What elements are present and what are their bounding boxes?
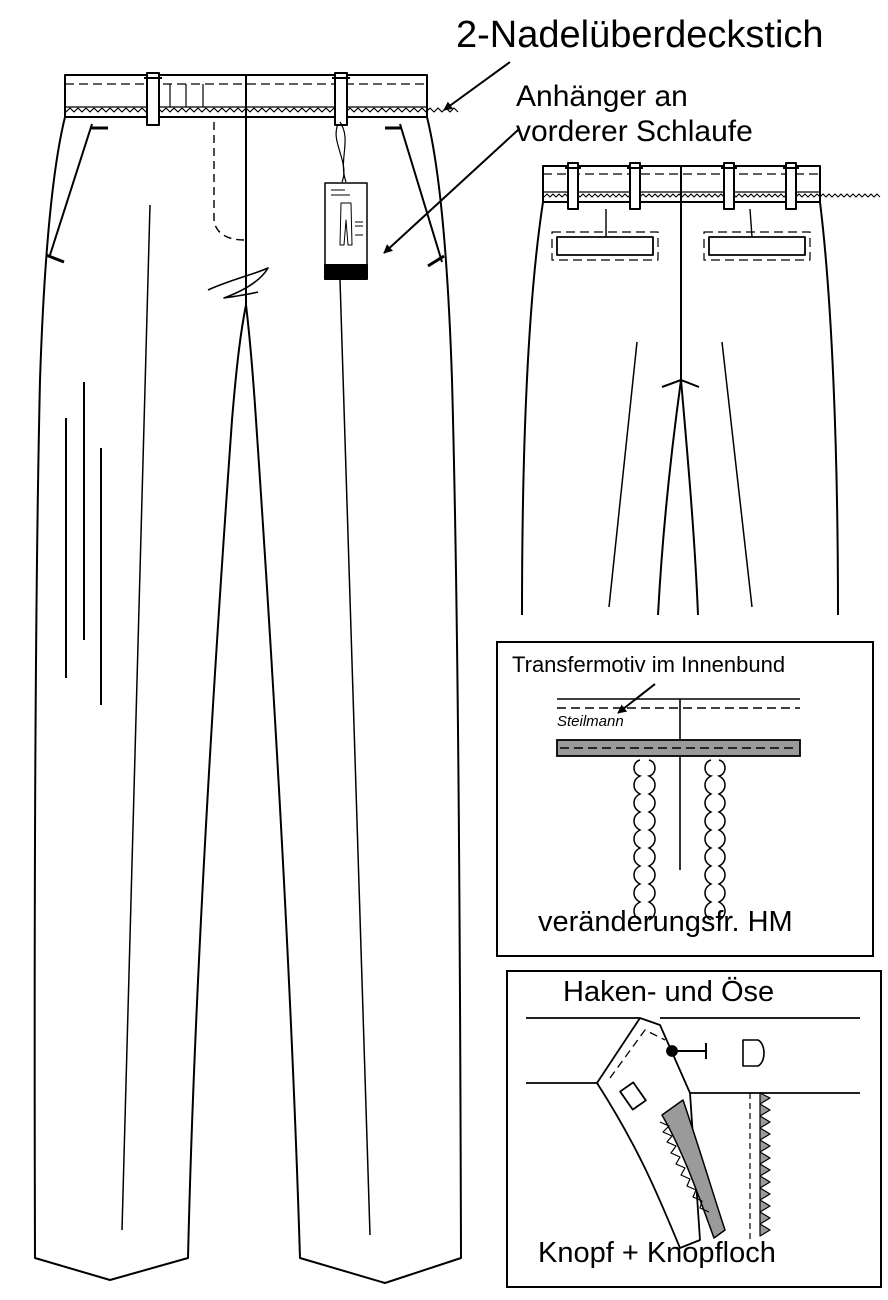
front-view-trousers: [33, 72, 462, 1284]
hang-tag-label-line1: Anhänger an: [516, 80, 688, 113]
buttonhole: [619, 1081, 647, 1111]
transfer-detail-title: Transfermotiv im Innenbund: [512, 652, 786, 677]
hang-tag: [324, 182, 368, 280]
transfer-detail-caption: veränderungsfr. HM: [538, 906, 793, 938]
arrow-to-waistband: [443, 61, 511, 111]
transfer-detail-drawing: [556, 683, 801, 921]
fly-stitching: [213, 122, 245, 241]
arrow-to-hang-tag: [383, 129, 519, 254]
eye-bar: [742, 1039, 765, 1067]
transfer-detail-frame: [496, 641, 874, 957]
coverstitch-front: [65, 107, 459, 113]
transfer-brand-text: Steilmann: [557, 713, 624, 730]
coverstitch-label: 2-Nadelüberdeckstich: [456, 14, 824, 56]
arrow-to-transfer: [617, 683, 656, 714]
back-view-trousers: [521, 162, 881, 616]
hang-tag-label-line2: vorderer Schlaufe: [516, 115, 753, 148]
zipper-tape-gray: [661, 1099, 726, 1239]
belt-loop-right: [334, 72, 348, 126]
belt-loop-left: [146, 72, 160, 126]
closure-detail-caption: Knopf + Knopfloch: [538, 1237, 776, 1269]
closure-detail-title: Haken- und Öse: [563, 976, 775, 1008]
closure-detail-drawing: [526, 1017, 860, 1249]
front-left-leg-outline: [33, 116, 247, 1281]
front-right-leg-outline: [245, 116, 462, 1284]
